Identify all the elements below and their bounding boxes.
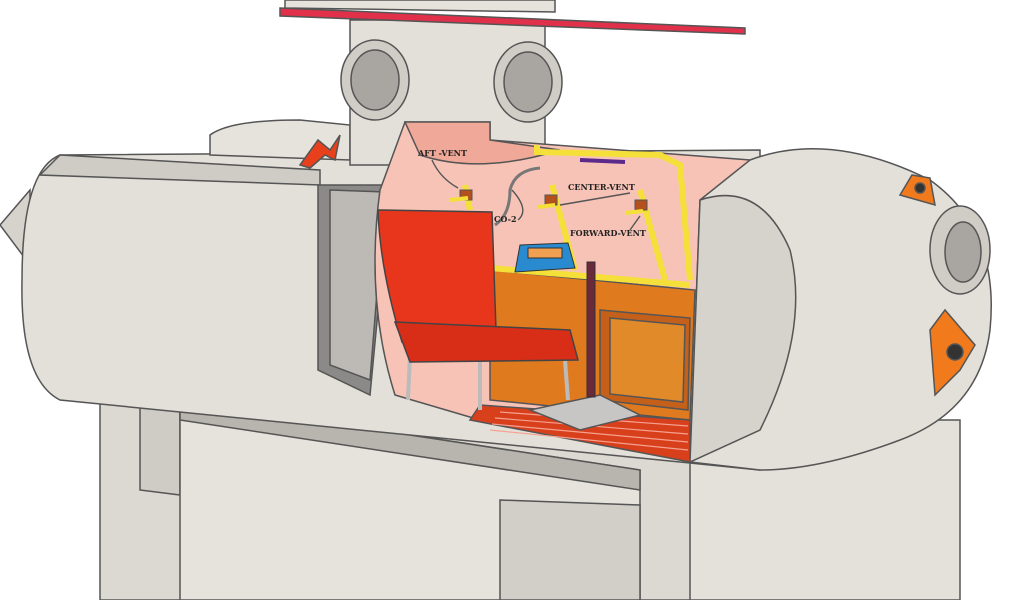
entry-tower: [279, 0, 746, 166]
control-panel: [514, 242, 596, 398]
chair: [377, 209, 579, 410]
end-cap: [689, 148, 992, 471]
labels: AFT -VENT CO-2 CENTER-VENT FORWARD-VENT: [417, 148, 646, 238]
label-center-vent: CENTER-VENT: [568, 182, 635, 192]
label-co2: CO-2: [494, 214, 517, 224]
label-forward-vent: FORWARD-VENT: [570, 228, 646, 238]
top-hatch-plate: [279, 7, 746, 35]
label-aft-vent: AFT -VENT: [417, 148, 467, 158]
lift-hook: [298, 134, 341, 169]
